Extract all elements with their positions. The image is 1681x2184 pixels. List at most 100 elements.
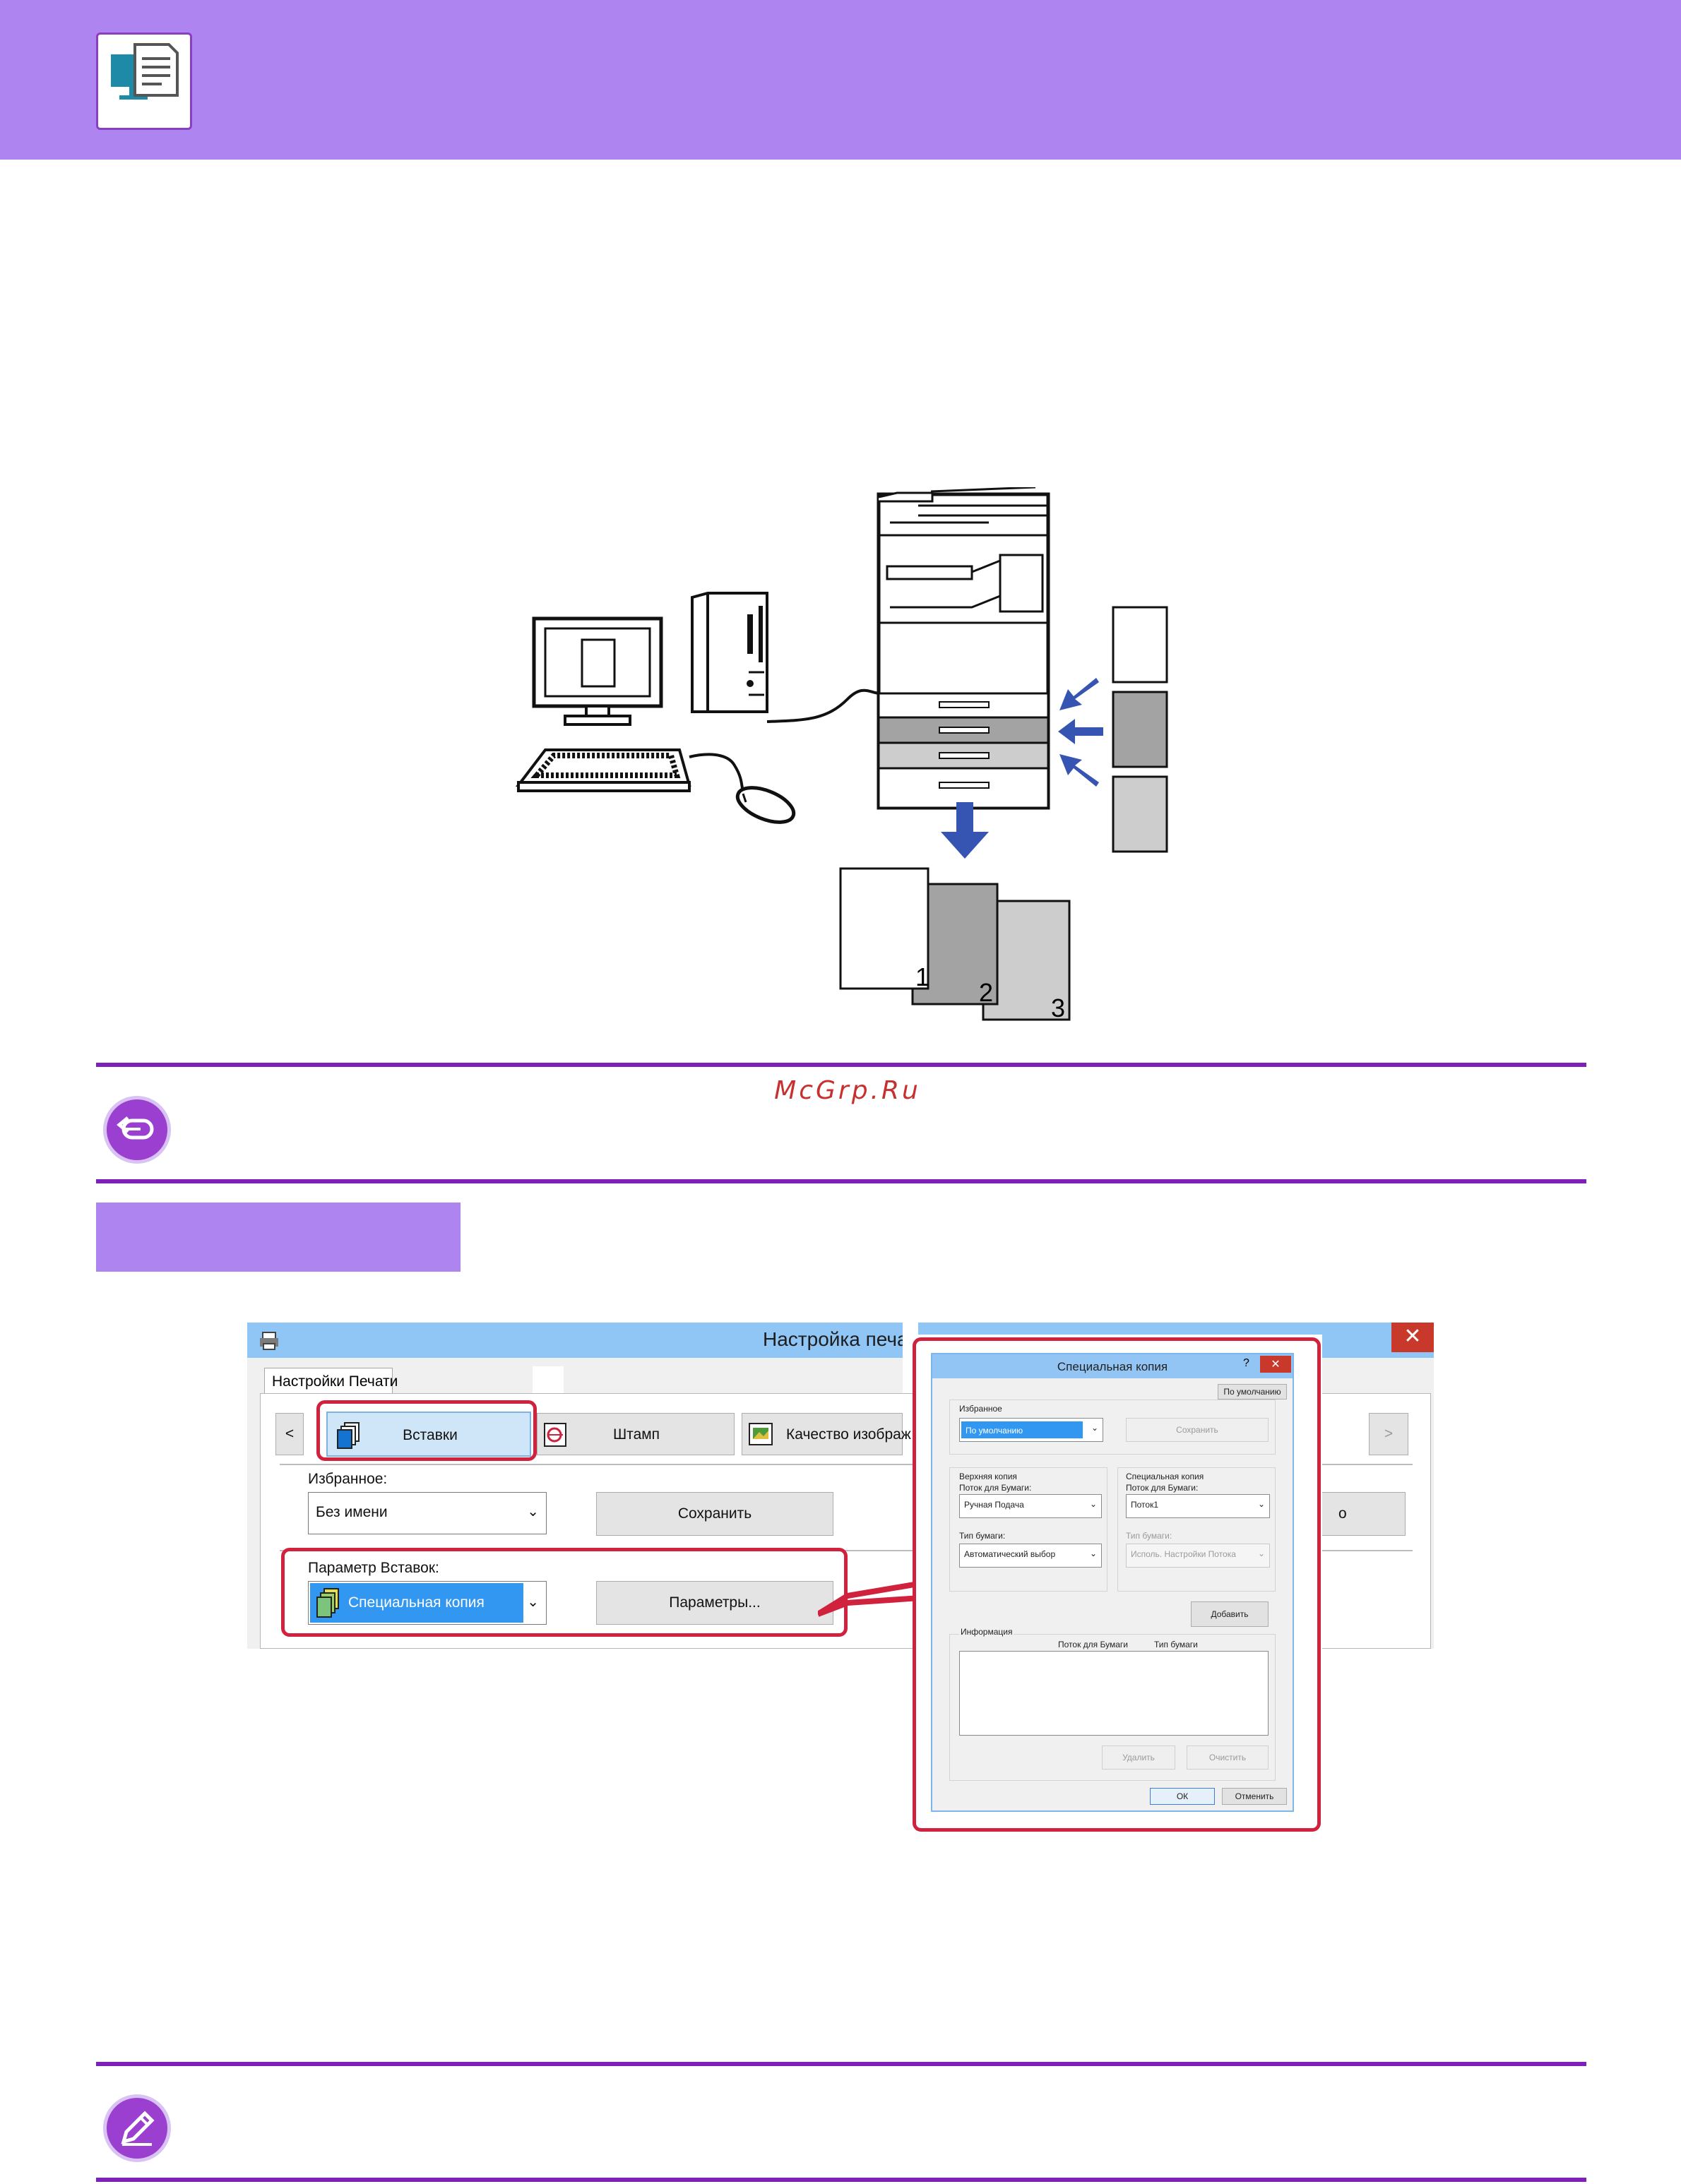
paper-sheet-dark-grey (1112, 691, 1168, 768)
chevron-down-icon: ⌄ (1089, 1549, 1097, 1558)
pencil-note-icon (103, 2094, 171, 2162)
insert-type-value: Специальная копия (348, 1594, 485, 1611)
output-label-2: 2 (979, 978, 993, 1007)
inserts-highlight-frame (316, 1400, 537, 1461)
save-button[interactable]: Сохранить (1126, 1418, 1269, 1442)
watermark: McGrp.Ru (774, 1076, 921, 1105)
favorites-select[interactable]: Без имени ⌄ (308, 1492, 547, 1534)
ok-button[interactable]: ОК (1150, 1788, 1215, 1805)
inserts-button[interactable]: Вставки (326, 1412, 531, 1457)
insert-type-select[interactable]: Специальная копия ⌄ (308, 1581, 547, 1625)
stamp-icon (542, 1421, 570, 1453)
favorites-value: По умолчанию (966, 1426, 1023, 1436)
cancel-button[interactable]: Отменить (1222, 1788, 1287, 1805)
favorites-selection (961, 1421, 1083, 1438)
top-copy-group (949, 1467, 1107, 1592)
note-rule-bottom (96, 1179, 1586, 1183)
section-heading-band (96, 1203, 461, 1272)
print-to-printer-icon (96, 32, 192, 130)
chevron-down-icon: ⌄ (1089, 1499, 1097, 1509)
top-copy-type-label: Тип бумаги: (959, 1531, 1006, 1541)
dialog-highlight-frame (913, 1337, 1321, 1832)
delete-button[interactable]: Удалить (1102, 1746, 1175, 1770)
note-rule-top (96, 1063, 1586, 1067)
save-favorites-button[interactable]: Сохранить (596, 1492, 833, 1536)
callout-connector (816, 1579, 932, 1624)
favorites-select[interactable]: По умолчанию ⌄ (959, 1418, 1103, 1442)
close-button[interactable]: ✕ (1391, 1323, 1434, 1352)
note2-rule-top (96, 2062, 1586, 2066)
info-column-source: Поток для Бумаги (1058, 1640, 1128, 1649)
dialog-titlebar (932, 1354, 1293, 1378)
special-copy-source-label: Поток для Бумаги: (1126, 1483, 1199, 1493)
output-arrow-icon (941, 802, 989, 859)
top-copy-label: Верхняя копия (959, 1472, 1017, 1481)
special-copy-icon (314, 1587, 343, 1623)
insert-params-highlight-frame (281, 1548, 848, 1637)
computer-monitor-icon (532, 616, 663, 726)
special-copy-source-select[interactable]: Поток1 ⌄ (1126, 1494, 1270, 1518)
feed-arrow-icons (1058, 678, 1103, 787)
top-copy-source-label: Поток для Бумаги: (959, 1483, 1032, 1493)
divider-2 (280, 1550, 1413, 1551)
insert-type-selection (310, 1583, 523, 1623)
paper-sheet-light-grey (1112, 775, 1168, 853)
favorites-label: Избранное (959, 1404, 1002, 1414)
paper-sheet-white (1112, 606, 1168, 684)
image-quality-icon (747, 1421, 775, 1453)
special-copy-source-value: Поток1 (1131, 1500, 1158, 1510)
dialog-title: Специальная копия (1057, 1360, 1168, 1373)
parameters-button[interactable]: Параметры... (596, 1581, 833, 1625)
inserts-icon (335, 1421, 363, 1452)
special-copy-label: Специальная копия (1126, 1472, 1204, 1481)
output-label-1: 1 (915, 962, 929, 991)
dialog-close-button[interactable]: ✕ (1260, 1356, 1291, 1373)
chevron-down-icon: ⌄ (1091, 1423, 1098, 1433)
special-copy-dialog: Специальная копия ? ✕ По умолчанию Избра… (931, 1353, 1294, 1812)
header-band (0, 0, 1681, 160)
clear-button[interactable]: Очистить (1187, 1746, 1269, 1770)
special-copy-group (1117, 1467, 1276, 1592)
computer-tower-icon (691, 592, 768, 713)
image-quality-button[interactable]: Качество изображ (742, 1413, 911, 1455)
tab-print-settings[interactable]: Настройки Печати (264, 1368, 398, 1393)
chevron-down-icon: ⌄ (527, 1504, 539, 1520)
chevron-down-icon: ⌄ (1257, 1549, 1265, 1558)
info-label: Информация (959, 1627, 1014, 1637)
stamp-button[interactable]: Штамп (537, 1413, 735, 1455)
favorites-group (949, 1400, 1276, 1455)
tab-blank (533, 1366, 564, 1393)
insert-params-label: Параметр Вставок: (308, 1560, 439, 1576)
info-column-type: Тип бумаги (1154, 1640, 1198, 1649)
partial-button[interactable]: о (1307, 1492, 1406, 1536)
output-label-3: 3 (1051, 993, 1065, 1022)
nav-prev-button[interactable]: < (275, 1413, 304, 1455)
info-list[interactable] (959, 1651, 1269, 1736)
driver-window-title: Настройка печат (763, 1328, 917, 1350)
note2-rule-bottom (96, 2178, 1586, 2182)
special-copy-type-label: Тип бумаги: (1126, 1531, 1172, 1541)
favorites-label: Избранное: (308, 1471, 388, 1487)
help-button[interactable]: ? (1243, 1357, 1249, 1369)
inserts-label: Вставки (403, 1427, 458, 1443)
printer-icon (259, 1330, 280, 1354)
mouse-icon (735, 786, 796, 824)
chevron-down-icon: ⌄ (1257, 1499, 1265, 1509)
default-button[interactable]: По умолчанию (1218, 1384, 1287, 1400)
chevron-down-icon: ⌄ (527, 1594, 539, 1610)
top-copy-type-value: Автоматический выбор (964, 1549, 1056, 1559)
output-sheets: 1 2 3 (839, 867, 1071, 1022)
top-copy-source-value: Ручная Подача (964, 1500, 1024, 1510)
info-group (949, 1634, 1276, 1781)
top-copy-type-select[interactable]: Автоматический выбор ⌄ (959, 1544, 1102, 1568)
favorites-value: Без имени (316, 1504, 388, 1520)
nav-next-button[interactable]: > (1369, 1413, 1408, 1455)
image-quality-label: Качество изображ (786, 1426, 911, 1443)
special-copy-type-select[interactable]: Исполь. Настройки Потока ⌄ (1126, 1544, 1270, 1568)
top-copy-source-select[interactable]: Ручная Подача ⌄ (959, 1494, 1102, 1518)
add-button[interactable]: Добавить (1191, 1601, 1269, 1627)
stamp-label: Штамп (612, 1426, 660, 1443)
return-arrow-icon (103, 1096, 171, 1164)
special-copy-type-value: Исполь. Настройки Потока (1131, 1549, 1236, 1559)
multifunction-printer-icon (877, 486, 1050, 810)
